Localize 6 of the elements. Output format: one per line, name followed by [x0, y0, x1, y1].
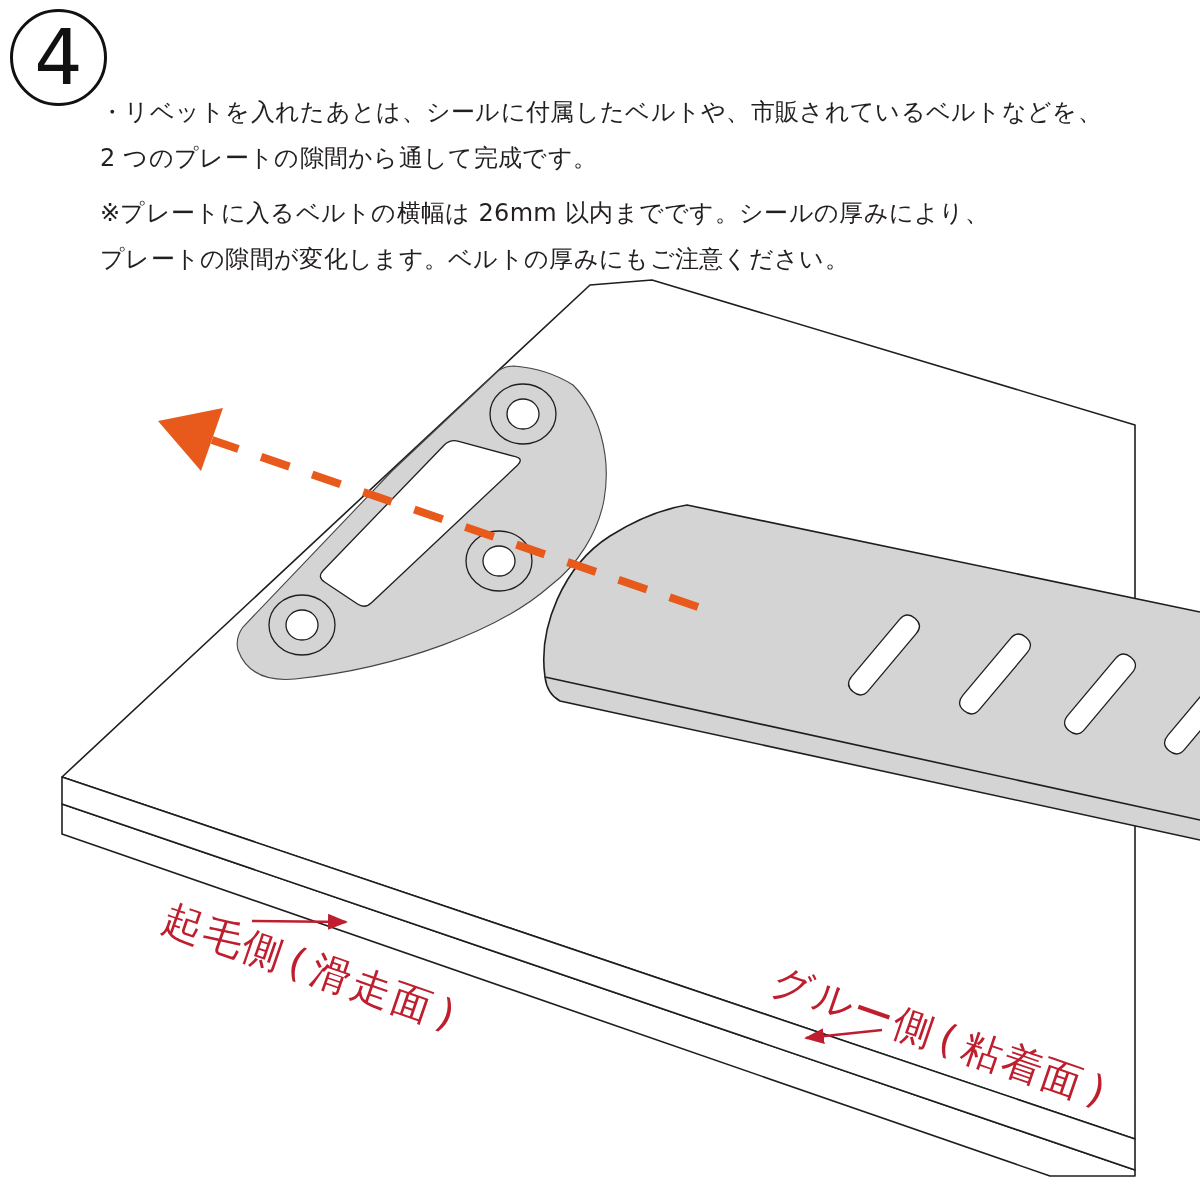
surface-label: グルー側 ( 粘着面 ) — [767, 960, 1113, 1113]
surface-label: 起毛側 ( 滑走面 ) — [158, 898, 462, 1036]
note-text: ※プレートに入るベルトの横幅は 26mm 以内までです。シールの厚みにより、プレートの隙間が変化します。ベルトの厚みにもご注意ください。 — [100, 198, 991, 275]
leader-arrow — [804, 1028, 883, 1045]
leader-arrow — [252, 913, 348, 930]
step-number: 4 — [10, 9, 107, 106]
